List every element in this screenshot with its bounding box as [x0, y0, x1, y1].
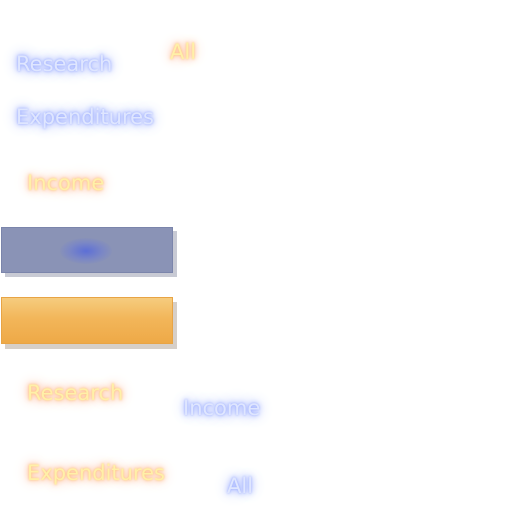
expenditures-label-bottom[interactable]: Expenditures [27, 461, 165, 485]
blue-panel-button[interactable] [1, 227, 173, 273]
income-label-bottom[interactable]: Income [183, 396, 261, 420]
income-label-top[interactable]: Income [27, 171, 105, 195]
expenditures-label-top[interactable]: Expenditures [16, 105, 154, 129]
orange-panel-button[interactable] [1, 297, 173, 344]
research-label-top[interactable]: Research [16, 52, 113, 76]
all-label-top[interactable]: All [170, 40, 197, 64]
panel-glow-spot [60, 238, 112, 264]
research-label-bottom[interactable]: Research [27, 381, 124, 405]
all-label-bottom[interactable]: All [227, 474, 254, 498]
